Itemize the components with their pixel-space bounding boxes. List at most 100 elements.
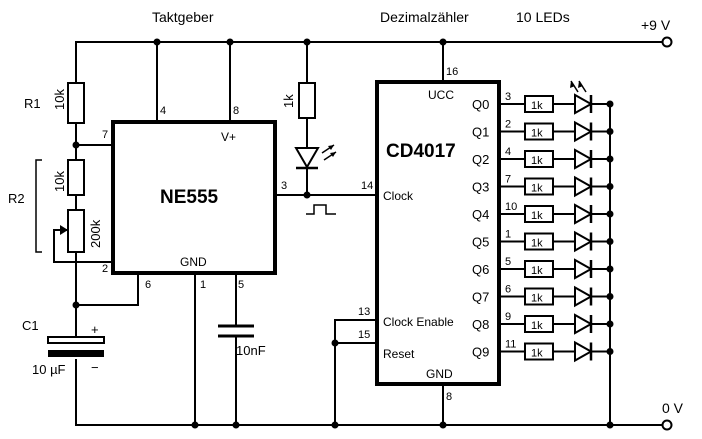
output-label-q4: Q4 [472,207,489,222]
cd4017-pin-wires [334,41,444,426]
output-resistor-value-q9: 1k [531,348,543,360]
cd4017-name: CD4017 [386,141,456,162]
r2-label: R2 [8,191,25,206]
cd4017-pin14: 14 [361,180,373,192]
output-resistor-value-q3: 1k [531,183,543,195]
ne555-vplus: V+ [221,130,236,144]
output-pin-q5: 1 [505,229,511,241]
ne555-pin3: 3 [281,180,287,192]
c1-label: C1 [22,318,39,333]
output-label-q6: Q6 [472,262,489,277]
c1-capacitor: + − [47,322,105,375]
output-row-q5: Q5 1 1k [472,229,614,253]
cd4017-clock-enable: Clock Enable [383,315,454,329]
led-q1 [574,120,594,143]
c1-plus: + [91,322,99,337]
output-resistor-value-q4: 1k [531,210,543,222]
output-pin-q3: 7 [505,174,511,186]
output-pin-q9: 11 [505,339,516,351]
ne555-pin2: 2 [102,263,108,275]
cd4017-pin-numbers: 16 14 13 15 8 [358,66,458,403]
clock-pulse-symbol [306,204,336,215]
ne555-gnd: GND [180,255,207,269]
output-row-q0: Q0 3 1k [472,91,614,115]
pot-value: 200k [88,219,103,248]
output-label-q8: Q8 [472,317,489,332]
output-label-q9: Q9 [472,345,489,360]
output-resistor-value-q6: 1k [531,265,543,277]
led-light-rays [570,80,587,93]
output-label-q5: Q5 [472,235,489,250]
output-row-q9: Q9 11 1k [472,339,614,363]
output-resistor-value-q1: 1k [531,128,543,140]
r2-bracket [35,159,42,253]
r2-resistor: 10k [52,159,85,196]
output-row-q6: Q6 5 1k [472,256,614,280]
output-resistor-value-q5: 1k [531,238,543,250]
clock-led-branch: 1k [281,41,337,196]
ground-rail [75,419,673,431]
r1-label: R1 [24,96,41,111]
output-resistor-value-q0: 1k [531,100,543,112]
output-row-q4: Q4 10 1k [472,201,614,225]
c2-value: 10nF [236,343,266,358]
potentiometer: 200k [53,209,103,253]
ne555-pin6: 6 [145,279,151,291]
led-q5 [574,230,594,253]
output-label-q1: Q1 [472,125,489,140]
output-resistor-value-q7: 1k [531,293,543,305]
cd4017-clock: Clock [383,189,414,203]
cd4017-pin16: 16 [446,66,458,78]
output-label-q0: Q0 [472,97,489,112]
cd4017-reset: Reset [383,347,415,361]
ne555-pin5: 5 [238,279,244,291]
ne555-pin4: 4 [160,105,166,117]
led-q2 [574,148,594,170]
heading-taktgeber: Taktgeber [152,9,214,25]
ne555-pin-numbers: 4 8 7 2 6 1 5 3 [102,105,287,291]
led-q3 [574,175,594,198]
output-pin-q6: 5 [505,256,511,268]
r2-value: 10k [52,171,67,192]
output-pin-q0: 3 [505,91,511,103]
ne555-pin-wires [156,41,375,426]
r1-resistor: 10k [52,82,85,124]
output-resistor-value-q8: 1k [531,320,543,332]
led-q4 [574,203,594,225]
led-q8 [574,313,594,335]
supply-ground-label: 0 V [662,400,684,416]
ne555-name: NE555 [160,187,219,208]
output-row-q8: Q8 9 1k [472,311,614,335]
led-q6 [574,258,594,280]
led-q9 [574,340,594,363]
clock-led-resistor-value: 1k [281,94,296,108]
output-pin-q7: 6 [505,284,511,296]
ne555-chip: NE555 V+ GND [111,120,277,275]
output-resistor-value-q2: 1k [531,155,543,167]
output-pin-q1: 2 [505,119,511,131]
c1-value: 10 µF [32,362,66,377]
output-row-q1: Q1 2 1k [472,119,614,143]
cd4017-pin8: 8 [446,391,452,403]
ne555-pin1: 1 [200,279,206,291]
timing-network-wires [53,41,139,426]
cd4017-gnd: GND [426,367,453,381]
output-pin-q8: 9 [505,311,511,323]
output-label-q7: Q7 [472,290,489,305]
heading-leds: 10 LEDs [516,9,570,25]
output-label-q2: Q2 [472,152,489,167]
cd4017-chip: CD4017 UCC GND Clock Clock Enable Reset [375,80,501,386]
supply-positive-label: +9 V [641,17,671,33]
ne555-pin8: 8 [233,105,239,117]
output-pin-q4: 10 [505,201,517,213]
output-row-q7: Q7 6 1k [472,284,614,308]
cd4017-pin15: 15 [358,329,370,341]
cd4017-pin13: 13 [358,306,370,318]
c1-minus: − [91,360,99,375]
positive-rail [75,36,673,48]
output-pin-q2: 4 [505,146,511,158]
output-label-q3: Q3 [472,180,489,195]
c2-capacitor [218,324,254,338]
